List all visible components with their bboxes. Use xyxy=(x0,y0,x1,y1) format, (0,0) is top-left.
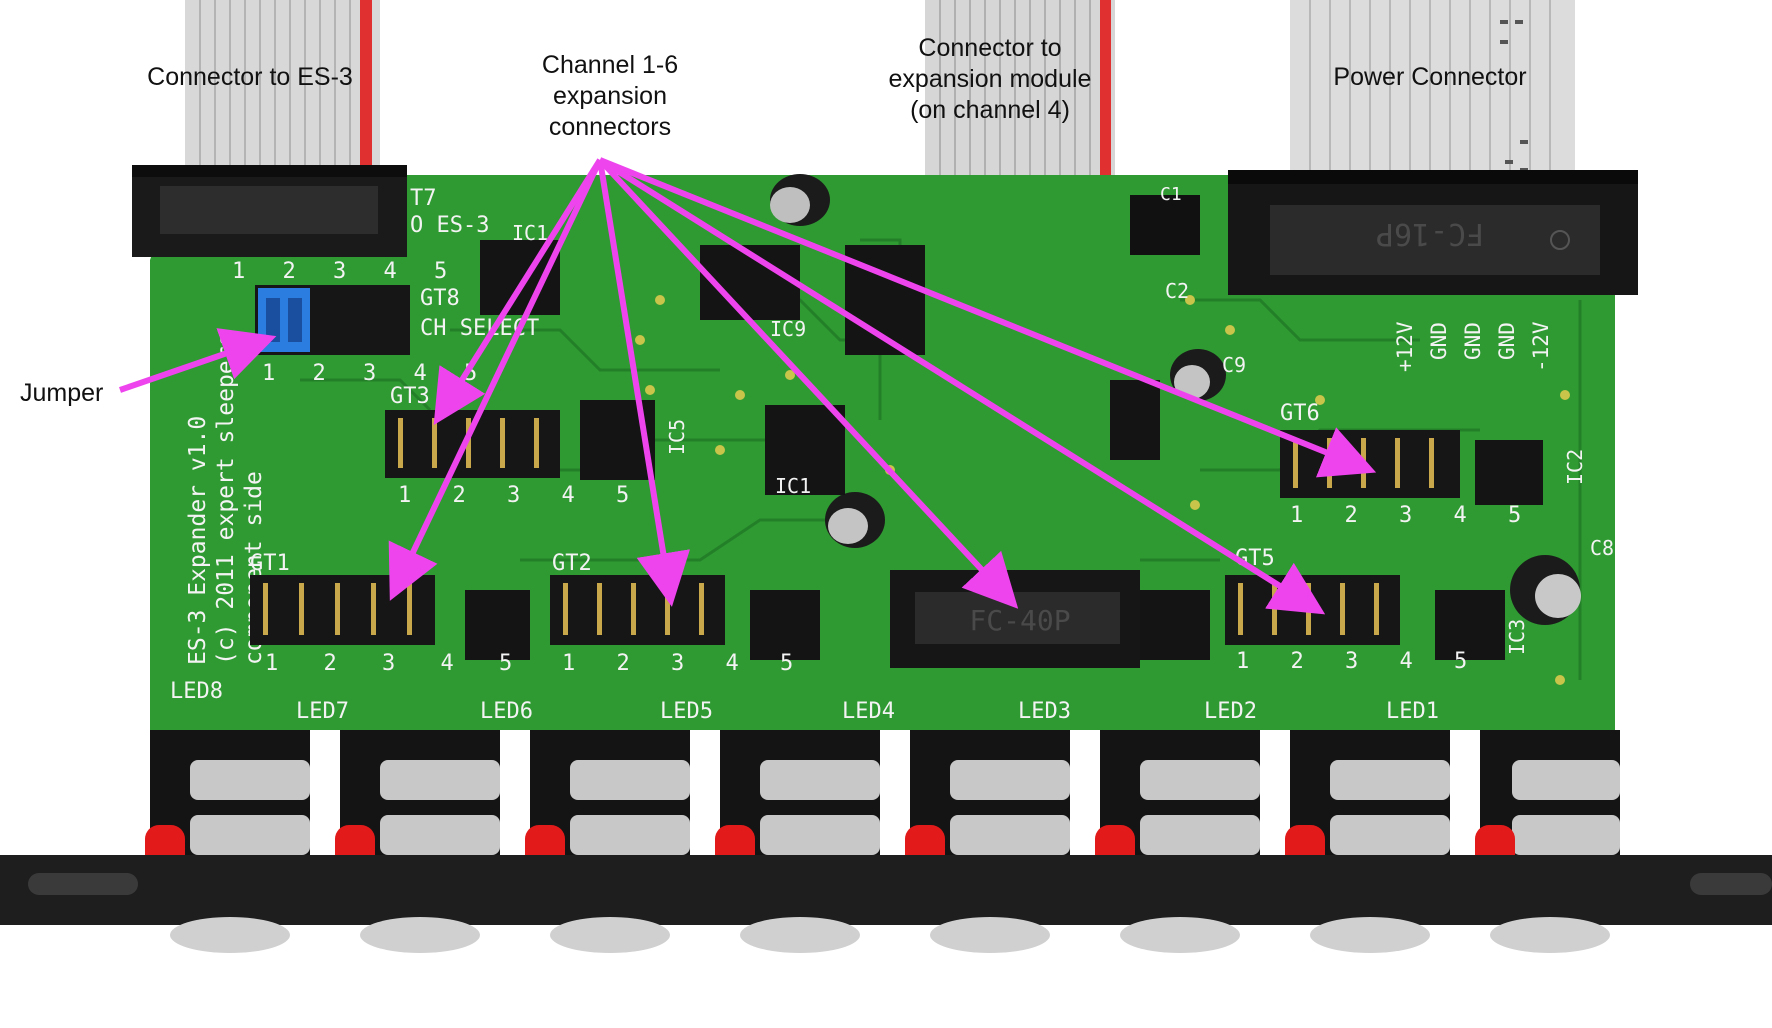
ch-select-header xyxy=(255,285,410,355)
silk-gt2-numbers: 1 2 3 4 5 xyxy=(562,651,807,676)
silk-led3: LED3 xyxy=(1018,699,1071,724)
front-panel xyxy=(0,855,1772,925)
silk-led1: LED1 xyxy=(1386,699,1439,724)
silk-ic5: IC5 xyxy=(665,419,689,455)
silk-gt1: GT1 xyxy=(250,551,290,576)
silk-to-es3: O ES-3 xyxy=(410,213,489,238)
silk-c1: C1 xyxy=(1160,184,1182,205)
expansion-connector-marking: FC-40P xyxy=(969,604,1070,637)
label-jumper: Jumper xyxy=(20,379,104,407)
silk-board-title: ES-3 Expander v1.0 xyxy=(185,416,211,665)
annotation-arrows xyxy=(119,157,1377,615)
jack-nuts xyxy=(170,917,1610,953)
silk-gt6-numbers: 1 2 3 4 5 xyxy=(1290,503,1535,528)
led-labels: LED8 LED7 LED6 LED5 LED4 LED3 LED2 LED1 xyxy=(170,679,1439,724)
arrow-gt5 xyxy=(598,157,1326,615)
silk-c2: C2 xyxy=(1165,279,1189,303)
silk-board-copyright: (c) 2011 expert sleepers xyxy=(213,333,239,665)
power-pin-gnd-3: GND xyxy=(1495,322,1519,360)
silk-c9: C9 xyxy=(1222,353,1246,377)
silk-ic9: IC9 xyxy=(770,317,806,341)
silk-ch-select-numbers-top: 1 2 3 4 5 xyxy=(232,259,459,284)
silk-c8: C8 xyxy=(1590,536,1614,560)
silk-t7: T7 xyxy=(410,186,437,211)
silk-ic1-top: IC1 xyxy=(512,221,548,245)
ribbon-cable-es3 xyxy=(185,0,380,175)
arrow-jumper xyxy=(119,328,277,393)
panel-slot-left xyxy=(28,873,138,895)
silk-ch-select-numbers-bottom: 1 2 3 4 5 xyxy=(262,361,489,386)
arrow-gt3 xyxy=(433,158,603,426)
silk-led8: LED8 xyxy=(170,679,223,704)
silk-gt2: GT2 xyxy=(552,551,592,576)
power-pin-gnd-1: GND xyxy=(1427,322,1451,360)
power-pin-gnd-2: GND xyxy=(1461,322,1485,360)
label-expansion-module-connector: Connector to expansion module (on channe… xyxy=(888,34,1092,124)
arrow-gt1 xyxy=(388,158,603,601)
silk-gt6: GT6 xyxy=(1280,401,1320,426)
silk-gt3: GT3 xyxy=(390,384,430,409)
silk-led6: LED6 xyxy=(480,699,533,724)
es3-connector xyxy=(132,165,407,257)
arrow-expansion-module xyxy=(597,157,1019,609)
capacitors xyxy=(770,174,1581,625)
silk-led7: LED7 xyxy=(296,699,349,724)
ic-c1 xyxy=(1130,195,1200,255)
silk-ic3: IC3 xyxy=(1505,619,1529,655)
arrow-gt2 xyxy=(597,159,690,607)
silk-led4: LED4 xyxy=(842,699,895,724)
arrow-gt6 xyxy=(598,157,1377,478)
silk-led2: LED2 xyxy=(1204,699,1257,724)
power-pin-minus12: -12V xyxy=(1529,321,1553,372)
silk-gt1-numbers: 1 2 3 4 5 xyxy=(265,651,528,676)
power-pin-plus12: +12V xyxy=(1393,321,1417,372)
silk-ic1: IC1 xyxy=(775,474,811,498)
silk-led5: LED5 xyxy=(660,699,713,724)
power-connector-marking: FC-16P xyxy=(1376,216,1484,251)
silk-ic2: IC2 xyxy=(1563,449,1587,485)
power-connector xyxy=(1228,170,1638,295)
panel-slot-right xyxy=(1690,873,1772,895)
integrated-circuits xyxy=(465,240,1543,660)
silk-gt5-numbers: 1 2 3 4 5 xyxy=(1236,649,1481,674)
label-power-connector: Power Connector xyxy=(1333,63,1527,91)
silk-gt8: GT8 xyxy=(420,286,460,311)
label-expansion-connectors: Channel 1-6 expansion connectors xyxy=(541,51,679,141)
label-connector-to-es3: Connector to ES-3 xyxy=(147,63,353,91)
ribbon-cable-power xyxy=(1290,0,1575,190)
